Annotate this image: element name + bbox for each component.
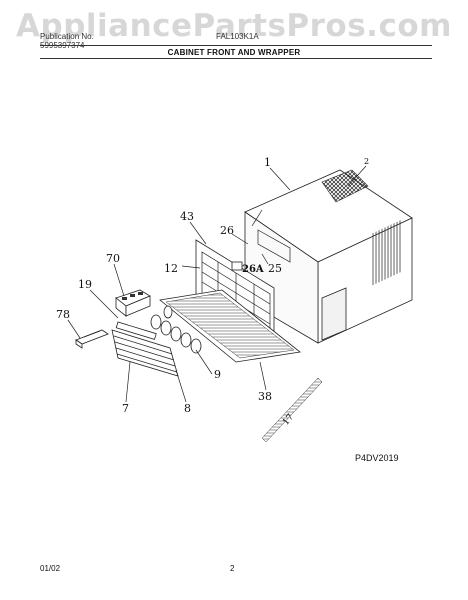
remote-control — [75, 329, 109, 349]
callout-26a: 26A — [242, 264, 264, 275]
callout-43: 43 — [180, 210, 194, 223]
callout-2: 2 — [364, 157, 369, 166]
page-title: CABINET FRONT AND WRAPPER — [167, 48, 301, 57]
louver-knobs — [150, 305, 202, 354]
diagram-code: P4DV2019 — [355, 453, 399, 463]
callout-26: 26 — [220, 224, 234, 237]
header-rule-top — [40, 45, 432, 46]
model-number: FAL103K1A — [216, 32, 259, 41]
site-watermark: AppliancePartsPros.com — [16, 8, 452, 44]
callout-38: 38 — [258, 390, 272, 403]
callout-25: 25 — [268, 262, 282, 275]
callout-labels: 1 2 43 26 12 26A 25 70 19 78 9 38 7 8 17 — [56, 156, 369, 428]
callout-70: 70 — [106, 252, 120, 265]
publication-label: Publication No. — [40, 32, 94, 41]
wrapper-gasket-pad — [321, 169, 369, 203]
callout-17: 17 — [281, 412, 296, 427]
leader-lines — [67, 165, 367, 403]
callout-12: 12 — [164, 262, 178, 275]
callout-19: 19 — [78, 278, 92, 291]
wrapper-side-louvers — [372, 219, 402, 286]
callout-1: 1 — [264, 156, 271, 169]
header-rule-bottom — [40, 58, 432, 59]
callout-8: 8 — [184, 402, 191, 415]
page-number: 2 — [230, 564, 235, 573]
control-panel — [115, 289, 151, 317]
footer-date: 01/02 — [40, 564, 61, 573]
seal-strip — [261, 377, 323, 443]
callout-78: 78 — [56, 308, 70, 321]
callout-7: 7 — [122, 402, 129, 415]
callout-9: 9 — [214, 368, 221, 381]
air-filter-tray — [159, 289, 301, 363]
